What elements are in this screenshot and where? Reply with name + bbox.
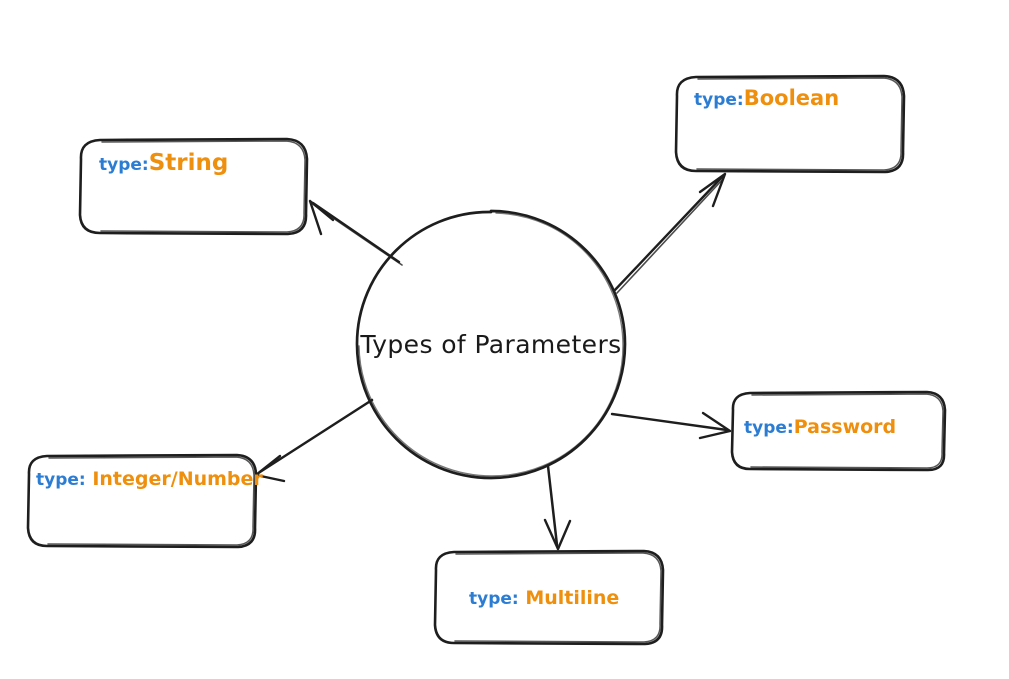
edge-center-multiline-line bbox=[546, 464, 559, 547]
center-circle[interactable] bbox=[355, 209, 627, 480]
edge-center-password-arrowhead bbox=[698, 411, 732, 440]
edge-center-string-arrowhead bbox=[308, 199, 335, 236]
node-multiline[interactable] bbox=[433, 549, 665, 646]
node-string-border bbox=[78, 137, 309, 236]
node-boolean-border bbox=[674, 74, 906, 174]
edge-center-string[interactable] bbox=[308, 199, 403, 266]
node-multiline-border bbox=[433, 549, 665, 646]
node-integer[interactable] bbox=[26, 453, 258, 549]
edge-center-integer[interactable] bbox=[254, 398, 374, 483]
edge-center-boolean-line-overstroke bbox=[616, 178, 724, 294]
edge-center-multiline-arrowhead bbox=[543, 518, 572, 551]
node-integer-border bbox=[26, 453, 258, 549]
edge-center-password[interactable] bbox=[610, 411, 732, 440]
center-circle-border bbox=[355, 209, 627, 480]
node-multiline-border-overstroke bbox=[454, 552, 662, 643]
node-string-border-overstroke bbox=[100, 140, 306, 233]
node-password[interactable] bbox=[730, 390, 947, 472]
node-string[interactable] bbox=[78, 137, 309, 236]
center-circle-overstroke bbox=[358, 212, 624, 477]
edge-center-boolean-arrowhead bbox=[698, 172, 727, 208]
edge-center-multiline[interactable] bbox=[543, 464, 572, 551]
edge-center-integer-line bbox=[258, 398, 374, 474]
edge-center-integer-arrowhead bbox=[254, 454, 286, 483]
node-password-border-overstroke bbox=[750, 393, 944, 469]
edge-center-string-line bbox=[311, 201, 401, 264]
node-boolean[interactable] bbox=[674, 74, 906, 174]
node-integer-border-overstroke bbox=[47, 456, 255, 546]
edge-center-boolean-line bbox=[612, 175, 724, 293]
node-boolean-border-overstroke bbox=[696, 77, 903, 171]
edge-center-password-line bbox=[610, 412, 729, 432]
edge-center-boolean[interactable] bbox=[612, 172, 727, 294]
node-password-border bbox=[730, 390, 947, 472]
